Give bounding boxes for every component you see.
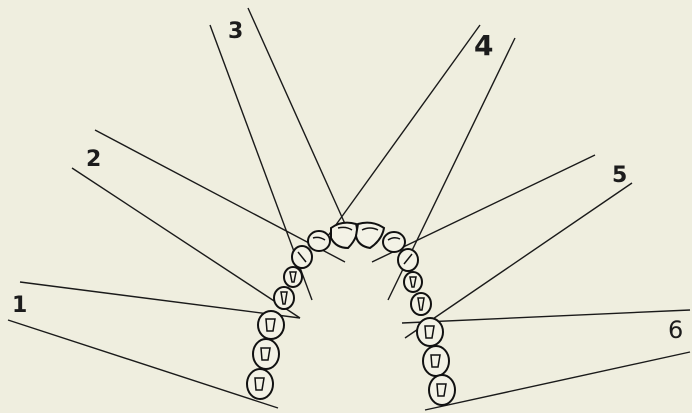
tooth-left-canine — [292, 246, 312, 268]
ray-1b — [8, 320, 278, 408]
tooth-left-molar-1 — [258, 311, 284, 339]
label-1: 1 — [12, 293, 27, 318]
tooth-right-premolar-1 — [404, 272, 422, 292]
label-4: 4 — [474, 29, 493, 62]
label-3: 3 — [228, 19, 243, 44]
label-5: 5 — [612, 163, 627, 188]
tooth-right-molar-1 — [417, 318, 443, 346]
ray-5a — [372, 155, 595, 262]
ray-3b — [248, 8, 350, 235]
position-labels: 1 2 3 4 5 6 — [12, 19, 683, 344]
ray-2b — [72, 168, 300, 318]
ray-6b — [425, 352, 690, 410]
tooth-left-premolar-2 — [274, 287, 294, 309]
tooth-left-molar-3 — [247, 369, 273, 399]
ray-6a — [402, 310, 690, 323]
projection-lines — [8, 8, 690, 410]
tooth-right-central-incisor — [356, 223, 384, 248]
tooth-right-canine — [398, 249, 418, 271]
label-2: 2 — [86, 147, 101, 172]
tooth-right-molar-3 — [429, 375, 455, 405]
tooth-right-premolar-2 — [411, 293, 431, 315]
tooth-right-lateral-incisor — [383, 232, 405, 252]
tooth-left-molar-2 — [253, 339, 279, 369]
label-6: 6 — [668, 316, 683, 344]
tooth-left-premolar-1 — [284, 267, 302, 287]
tooth-left-central-incisor — [331, 223, 357, 248]
tooth-right-molar-2 — [423, 346, 449, 376]
dental-arch — [247, 223, 455, 405]
tooth-left-lateral-incisor — [308, 231, 330, 251]
ray-1a — [20, 282, 300, 318]
ray-4a — [325, 25, 480, 240]
